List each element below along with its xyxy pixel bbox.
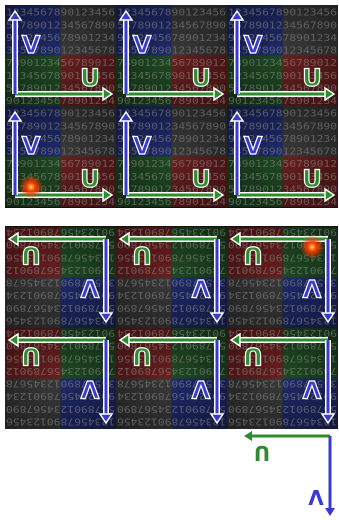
tile-digit-row: 9012345678901234 xyxy=(6,327,115,338)
v-label: V xyxy=(244,132,263,160)
tile-digit-row: 5678901234567890 xyxy=(117,121,226,132)
tile-digit-row: 1234567890123456 xyxy=(117,314,226,325)
u-label: U xyxy=(132,241,152,269)
tile-grid: 1234567890123456567890123456789090123456… xyxy=(5,5,338,208)
tile-digit-row: 5678901234567890 xyxy=(6,302,115,313)
tile-digit-row: 9012345678901234 xyxy=(228,197,337,208)
tile-digit-row: 1234567890123456 xyxy=(117,8,226,19)
tile-digit-row: 9012345678901234 xyxy=(117,96,226,107)
v-label: V xyxy=(80,375,99,403)
tile-grid: 1234567890123456567890123456789090123456… xyxy=(5,226,338,429)
tile-digit-row: 5678901234567890 xyxy=(228,403,337,414)
tile-digit-row: 9012345678901234 xyxy=(228,327,337,338)
u-label: U xyxy=(243,342,263,370)
v-label: V xyxy=(302,274,321,302)
v-label: V xyxy=(302,375,321,403)
u-label: U xyxy=(243,241,263,269)
tile-digit-row: 1234567890123456 xyxy=(6,109,115,120)
texture-tile: 12345678901234565678901234567890 90123456… xyxy=(5,5,116,107)
tile-digit-row: 5678901234567890 xyxy=(117,302,226,313)
tile-digit-row: 5678901234567890 xyxy=(228,302,337,313)
tile-digit-row: 9012345678901234 xyxy=(6,226,115,237)
tile-digit-row: 9012345678901234 xyxy=(117,226,226,237)
tile-digit-row: 5678901234567890 xyxy=(117,403,226,414)
tile-digit-row: 5678901234567890 xyxy=(228,20,337,31)
u-label: U xyxy=(132,342,152,370)
u-label: U xyxy=(191,165,211,193)
tile-digit-row: 1234567890123456 xyxy=(6,314,115,325)
texture-tile: 12345678901234565678901234567890 90123456… xyxy=(227,327,338,429)
u-label: U xyxy=(302,64,322,92)
v-label: V xyxy=(191,274,210,302)
tile-digit-row: 5678901234567890 xyxy=(6,20,115,31)
u-label: U xyxy=(302,165,322,193)
v-label: V xyxy=(244,31,263,59)
legend-u-arrowhead xyxy=(244,431,252,441)
v-label: V xyxy=(22,31,41,59)
tile-digit-row: 9012345678901234 xyxy=(117,327,226,338)
tile-digit-row: 1234567890123456 xyxy=(228,8,337,19)
v-label: V xyxy=(191,375,210,403)
tile-digit-row: 9012345678901234 xyxy=(6,96,115,107)
legend-v-arrowhead xyxy=(325,508,335,516)
tile-digit-row: 5678901234567890 xyxy=(6,121,115,132)
tile-digit-row: 1234567890123456 xyxy=(228,415,337,426)
legend-u-axis: U xyxy=(244,431,330,465)
tile-digit-row: 9012345678901234 xyxy=(117,197,226,208)
tile-digit-row: 9012345678901234 xyxy=(228,96,337,107)
u-label: U xyxy=(191,64,211,92)
u-label: U xyxy=(80,165,100,193)
v-label: V xyxy=(133,31,152,59)
tile-digit-row: 5678901234567890 xyxy=(228,121,337,132)
legend-v-label: V xyxy=(308,485,324,509)
origin-marker xyxy=(19,175,43,199)
tile-digit-row: 5678901234567890 xyxy=(117,20,226,31)
tile-digit-row: 5678901234567890 xyxy=(6,403,115,414)
tile-digit-row: 1234567890123456 xyxy=(117,109,226,120)
origin-marker xyxy=(300,235,324,259)
tiled-texture-rotated: 1234567890123456567890123456789090123456… xyxy=(5,226,338,429)
legend-u-label: U xyxy=(254,441,270,465)
tile-digit-row: 9012345678901234 xyxy=(6,197,115,208)
tile-digit-row: 1234567890123456 xyxy=(6,415,115,426)
texture-tile: 12345678901234565678901234567890 90123456… xyxy=(5,106,116,208)
u-label: U xyxy=(21,342,41,370)
u-label: U xyxy=(80,64,100,92)
texture-tile: 12345678901234565678901234567890 90123456… xyxy=(5,327,116,429)
tile-digit-row: 1234567890123456 xyxy=(117,415,226,426)
tile-digit-row: 1234567890123456 xyxy=(6,8,115,19)
u-label: U xyxy=(21,241,41,269)
v-label: V xyxy=(22,132,41,160)
tile-digit-row: 1234567890123456 xyxy=(228,314,337,325)
tile-digit-row: 1234567890123456 xyxy=(228,109,337,120)
v-label: V xyxy=(133,132,152,160)
legend-v-axis: V xyxy=(308,436,335,516)
tiled-texture-normal: 1234567890123456567890123456789090123456… xyxy=(5,5,338,208)
tile-digit-row: 9012345678901234 xyxy=(228,226,337,237)
v-label: V xyxy=(80,274,99,302)
